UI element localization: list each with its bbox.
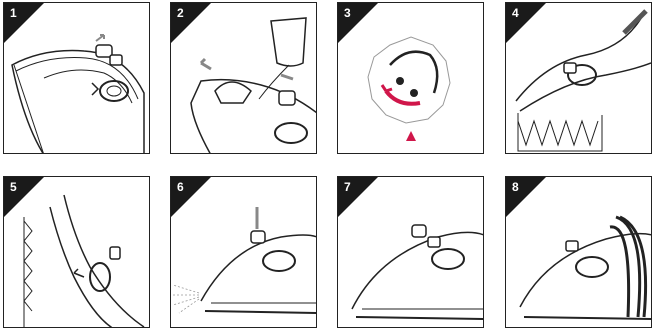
step-panel-8: 8: [505, 176, 652, 328]
step-panel-7: 7: [337, 176, 484, 328]
step-number-3: 3: [344, 6, 351, 20]
step-panel-1: 1: [3, 2, 150, 154]
step-number-8: 8: [512, 180, 519, 194]
step-number-7: 7: [344, 180, 351, 194]
step-number-6: 6: [177, 180, 184, 194]
step-number-5: 5: [10, 180, 17, 194]
step-number-4: 4: [512, 6, 519, 20]
step-panel-2: 2: [170, 2, 317, 154]
step-panel-4: 4: [505, 2, 652, 154]
step-panel-6: 6: [170, 176, 317, 328]
step-number-2: 2: [177, 6, 184, 20]
step-panel-5: 5: [3, 176, 150, 328]
step-panel-3: 3: [337, 2, 484, 154]
step-number-1: 1: [10, 6, 17, 20]
